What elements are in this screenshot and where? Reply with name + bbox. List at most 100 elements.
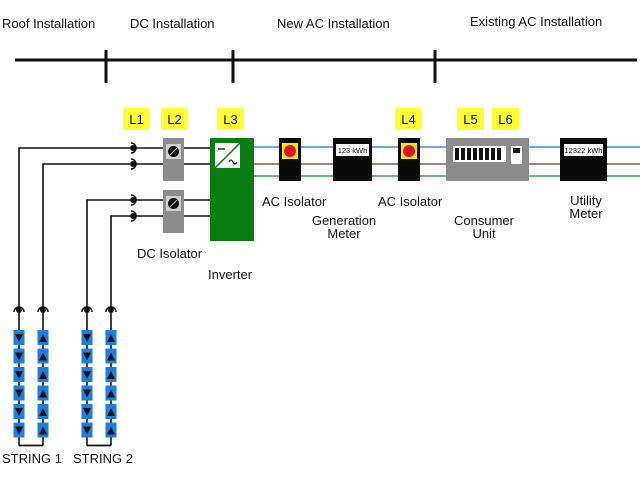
solar-panel-icon xyxy=(81,404,93,419)
inverter xyxy=(210,138,254,241)
arrow-down-icon xyxy=(15,408,23,416)
arrow-down-icon xyxy=(15,334,23,342)
tag-l1: L1 xyxy=(123,108,150,130)
arrow-down-icon xyxy=(15,389,23,398)
connector-icon xyxy=(37,306,49,313)
pv-string-1 xyxy=(13,305,49,447)
connector-icon xyxy=(130,194,137,206)
solar-panel-icon xyxy=(81,422,93,438)
arrow-up-icon xyxy=(39,371,47,379)
arrow-up-icon xyxy=(107,352,115,361)
arrow-down-icon xyxy=(83,408,91,416)
dc-connectors xyxy=(130,142,137,222)
solar-panel-icon xyxy=(13,422,25,438)
tag-l6: L6 xyxy=(492,108,519,130)
solar-panel-icon xyxy=(105,330,117,345)
svg-text:L1: L1 xyxy=(129,112,143,127)
connector-icon xyxy=(130,158,137,170)
pv-string-2 xyxy=(81,305,117,447)
tag-l4: L4 xyxy=(395,108,422,130)
pv-strings xyxy=(13,305,117,447)
arrow-down-icon xyxy=(15,352,23,361)
arrow-up-icon xyxy=(107,389,115,398)
inverter-label: Inverter xyxy=(208,267,253,282)
solar-panel-icon xyxy=(37,330,49,345)
string-2-label: STRING 2 xyxy=(73,451,133,466)
main-switch-icon xyxy=(511,146,522,164)
consumer-unit xyxy=(446,138,529,181)
solar-panel-icon xyxy=(105,385,117,401)
solar-panel-icon xyxy=(13,348,25,364)
solar-panel-icon xyxy=(37,422,49,438)
arrow-down-icon xyxy=(83,334,91,342)
section-dc-installation: DC Installation xyxy=(130,16,215,31)
generation-meter-label-line2: Meter xyxy=(327,226,361,241)
solar-panel-icon xyxy=(105,404,117,419)
svg-text:L6: L6 xyxy=(498,112,512,127)
arrow-up-icon xyxy=(39,408,47,416)
arrow-up-icon xyxy=(39,334,47,342)
solar-panel-icon xyxy=(37,385,49,401)
section-roof-installation: Roof Installation xyxy=(2,16,95,31)
arrow-up-icon xyxy=(107,334,115,342)
ac-isolator-2 xyxy=(398,138,420,181)
tag-l3: L3 xyxy=(217,108,244,130)
string-1-label: STRING 1 xyxy=(2,451,62,466)
dc-isolator-label: DC Isolator xyxy=(137,246,203,261)
solar-panel-icon xyxy=(81,385,93,401)
section-new-ac-installation: New AC Installation xyxy=(277,16,390,31)
arrow-up-icon xyxy=(107,408,115,416)
ac-isolator-1-label: AC Isolator xyxy=(262,194,327,209)
ac-isolator-1 xyxy=(279,138,301,181)
dc-isolator-2 xyxy=(163,190,184,233)
consumer-unit-label-line2: Unit xyxy=(472,226,496,241)
utility-meter-label-line1: Utility xyxy=(570,193,602,208)
solar-panel-icon xyxy=(13,404,25,419)
arrow-up-icon xyxy=(107,426,115,435)
generation-meter-label-line1: Generation xyxy=(312,213,376,228)
arrow-down-icon xyxy=(83,352,91,361)
ac-isolator-2-label: AC Isolator xyxy=(378,194,443,209)
utility-meter: 12322 kWh xyxy=(560,138,607,181)
arrow-down-icon xyxy=(83,389,91,398)
ac-symbol-icon xyxy=(228,159,238,165)
section-existing-ac-installation: Existing AC Installation xyxy=(470,14,602,29)
solar-panel-icon xyxy=(13,330,25,345)
solar-panel-icon xyxy=(13,367,25,382)
connector-icon xyxy=(130,142,137,154)
generation-meter: 123 kWh xyxy=(333,138,372,181)
connector-icon xyxy=(81,306,93,313)
svg-text:L5: L5 xyxy=(463,112,477,127)
circuit-breakers xyxy=(455,148,501,160)
solar-panel-icon xyxy=(105,367,117,382)
connector-icon xyxy=(130,210,137,222)
solar-panel-icon xyxy=(81,330,93,345)
solar-panel-icon xyxy=(13,385,25,401)
arrow-down-icon xyxy=(83,426,91,435)
solar-panel-icon xyxy=(81,348,93,364)
connector-icon xyxy=(13,306,25,313)
svg-text:L4: L4 xyxy=(401,112,415,127)
arrow-down-icon xyxy=(15,371,23,379)
solar-panel-icon xyxy=(105,422,117,438)
solar-panel-icon xyxy=(105,348,117,364)
solar-panel-icon xyxy=(37,367,49,382)
generation-meter-reading: 123 kWh xyxy=(338,146,368,155)
tag-l5: L5 xyxy=(457,108,484,130)
connector-icon xyxy=(105,306,117,313)
arrow-up-icon xyxy=(39,352,47,361)
solar-panel-icon xyxy=(81,367,93,382)
arrow-up-icon xyxy=(39,389,47,398)
utility-meter-reading: 12322 kWh xyxy=(565,146,603,155)
arrow-up-icon xyxy=(39,426,47,435)
svg-text:L3: L3 xyxy=(223,112,237,127)
arrow-up-icon xyxy=(107,371,115,379)
solar-panel-icon xyxy=(37,348,49,364)
dc-isolator-1 xyxy=(163,138,184,181)
utility-meter-label-line2: Meter xyxy=(569,206,603,221)
arrow-down-icon xyxy=(83,371,91,379)
svg-text:L2: L2 xyxy=(167,112,181,127)
section-divider-bar xyxy=(15,50,637,83)
consumer-unit-label-line1: Consumer xyxy=(454,213,515,228)
